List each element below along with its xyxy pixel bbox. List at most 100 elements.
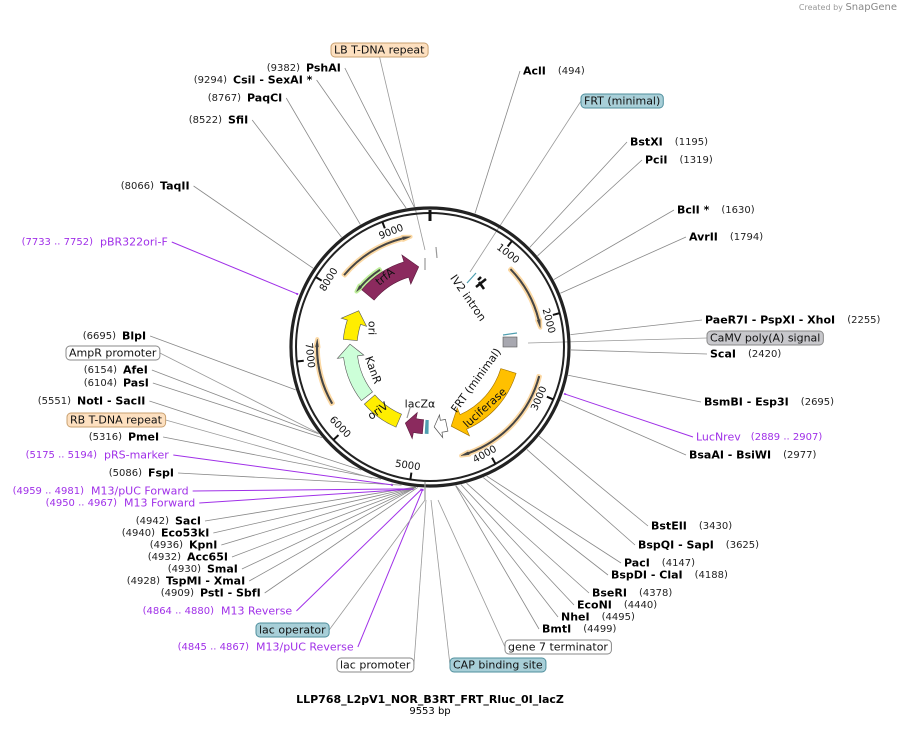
label-connector bbox=[248, 486, 417, 582]
enzyme-site[interactable]: BseRI(4378) bbox=[592, 587, 672, 600]
enzyme-site[interactable]: BclI *(1630) bbox=[677, 204, 755, 217]
enzyme-site[interactable]: PasI(6104) bbox=[84, 377, 149, 390]
primer[interactable]: pBR322ori-F(7733 .. 7752) bbox=[22, 236, 168, 249]
position-value: 3625 bbox=[730, 540, 755, 551]
feature-box bbox=[449, 657, 547, 673]
primer[interactable]: LucNrev(2889 .. 2907) bbox=[696, 431, 822, 444]
kanr-arrow bbox=[336, 343, 373, 402]
labels: AclI(494) BstXI(1195) PciI(1319) BclI *(163… bbox=[13, 42, 881, 673]
feature-label[interactable]: AmpR promoter bbox=[65, 345, 161, 361]
enzyme-position: (9294) bbox=[194, 75, 227, 86]
enzyme-site[interactable]: TaqII(8066) bbox=[121, 180, 190, 193]
camv-polya-box bbox=[502, 336, 518, 348]
enzyme-name: AfeI bbox=[123, 364, 148, 377]
label-connector bbox=[553, 209, 675, 280]
enzyme-site[interactable]: PshAI(9382) bbox=[267, 62, 341, 75]
enzyme-name: SmaI bbox=[207, 563, 238, 576]
enzyme-site[interactable]: AclI(494) bbox=[523, 65, 585, 78]
enzyme-position: (3625) bbox=[726, 540, 759, 551]
enzyme-position: (4932) bbox=[148, 552, 181, 563]
enzyme-position: (8767) bbox=[208, 93, 241, 104]
enzyme-site[interactable]: SmaI(4930) bbox=[168, 563, 238, 576]
enzyme-site[interactable]: AfeI(6154) bbox=[84, 364, 148, 377]
label-connector bbox=[251, 119, 342, 238]
enzyme-site[interactable]: BstEII(3430) bbox=[651, 520, 732, 533]
enzyme-site[interactable]: BlpI(6695) bbox=[83, 330, 146, 343]
primer[interactable]: M13/pUC Reverse(4845 .. 4867) bbox=[178, 641, 354, 654]
label-connector bbox=[193, 185, 314, 269]
primer[interactable]: pRS-marker(5175 .. 5194) bbox=[26, 449, 170, 462]
tick-mark bbox=[381, 221, 386, 229]
position-value: 5551 bbox=[42, 396, 67, 407]
label-connector bbox=[192, 488, 412, 492]
primer[interactable]: M13 Forward(4950 .. 4967) bbox=[46, 497, 196, 510]
enzyme-name: BstXI bbox=[630, 136, 663, 149]
primer[interactable]: M13/pUC Forward(4959 .. 4981) bbox=[13, 485, 189, 498]
tick-mark bbox=[296, 359, 304, 363]
position-value: 9382 bbox=[271, 63, 296, 74]
enzyme-name: SacI bbox=[175, 515, 201, 528]
enzyme-site[interactable]: BsmBI - Esp3I(2695) bbox=[704, 396, 834, 409]
enzyme-site[interactable]: BspQI - SapI(3625) bbox=[638, 539, 759, 552]
enzyme-site[interactable]: ScaI(2420) bbox=[710, 348, 781, 361]
orf-arrow bbox=[341, 234, 413, 278]
label-connector bbox=[564, 393, 694, 438]
primer-name: pRS-marker bbox=[104, 449, 169, 462]
enzyme-position: (4499) bbox=[583, 624, 616, 635]
enzyme-site[interactable]: PmeI(5316) bbox=[89, 431, 159, 444]
enzyme-site[interactable]: TspMI - XmaI(4928) bbox=[127, 575, 245, 588]
label-connector bbox=[159, 352, 319, 434]
label-connector bbox=[466, 482, 590, 594]
enzyme-site[interactable]: BspDI - ClaI(4188) bbox=[611, 569, 728, 582]
enzyme-site[interactable]: BsaAI - BsiWI(2977) bbox=[689, 449, 816, 462]
feature-label[interactable]: gene 7 terminator bbox=[504, 639, 612, 655]
enzyme-site[interactable]: FspI(5086) bbox=[109, 467, 174, 480]
tick-mark bbox=[506, 240, 513, 248]
feature-label[interactable]: CaMV poly(A) signal bbox=[706, 330, 824, 346]
enzyme-site[interactable]: BmtI(4499) bbox=[542, 623, 617, 636]
label-connector bbox=[570, 349, 708, 355]
feature-label[interactable]: RB T-DNA repeat bbox=[66, 412, 167, 428]
primer-name: LucNrev bbox=[696, 431, 741, 444]
label-connector bbox=[178, 472, 402, 486]
feature-label[interactable]: FRT (minimal) bbox=[580, 93, 664, 109]
enzyme-site[interactable]: CsiI - SexAI *(9294) bbox=[194, 74, 313, 87]
label-connector bbox=[413, 499, 427, 666]
primer[interactable]: M13 Reverse(4864 .. 4880) bbox=[143, 605, 293, 618]
feature-label[interactable]: lac promoter bbox=[336, 657, 415, 673]
enzyme-position: (5316) bbox=[89, 432, 122, 443]
enzyme-name: AclI bbox=[523, 65, 546, 78]
enzyme-site[interactable]: SacI(4942) bbox=[136, 515, 201, 528]
enzyme-site[interactable]: NheI(4495) bbox=[561, 611, 635, 624]
feature-label[interactable]: LB T-DNA repeat bbox=[330, 42, 429, 58]
enzyme-site[interactable]: PciI(1319) bbox=[645, 154, 713, 167]
enzyme-site[interactable]: PacI(4147) bbox=[624, 557, 695, 570]
enzyme-site[interactable]: AvrII(1794) bbox=[689, 231, 763, 244]
enzyme-name: PacI bbox=[624, 557, 650, 570]
ring-inner bbox=[295, 212, 565, 482]
feature-label[interactable]: lac operator bbox=[255, 622, 330, 638]
enzyme-position: (2695) bbox=[801, 397, 834, 408]
tick-label: 7000 bbox=[302, 342, 316, 368]
label-connector bbox=[469, 100, 582, 273]
enzyme-site[interactable]: PaeR7I - PspXI - XhoI(2255) bbox=[705, 314, 881, 327]
range-start: 4864 bbox=[146, 606, 171, 617]
enzyme-position: (8066) bbox=[121, 181, 154, 192]
feature-label[interactable]: CAP binding site bbox=[449, 657, 547, 673]
enzyme-site[interactable]: PstI - SbfI(4909) bbox=[161, 587, 261, 600]
orf-arrow bbox=[508, 266, 543, 330]
range-end: 4967 bbox=[88, 498, 113, 509]
enzyme-site[interactable]: KpnI(4936) bbox=[150, 539, 218, 552]
enzyme-site[interactable]: BstXI(1195) bbox=[630, 136, 708, 149]
feature-name: lac promoter bbox=[340, 659, 411, 672]
label-connector bbox=[526, 449, 636, 546]
enzyme-site[interactable]: EcoNI(4440) bbox=[577, 599, 657, 612]
enzyme-site[interactable]: NotI - SacII(5551) bbox=[38, 395, 146, 408]
enzyme-site[interactable]: Acc65I(4932) bbox=[148, 551, 228, 564]
enzyme-site[interactable]: SfiI(8522) bbox=[189, 114, 248, 127]
enzyme-position: (4378) bbox=[639, 588, 672, 599]
frt-mark bbox=[502, 332, 518, 336]
label-connector bbox=[529, 141, 628, 248]
enzyme-site[interactable]: Eco53kI(4940) bbox=[122, 527, 210, 540]
enzyme-site[interactable]: PaqCI(8767) bbox=[208, 92, 283, 105]
